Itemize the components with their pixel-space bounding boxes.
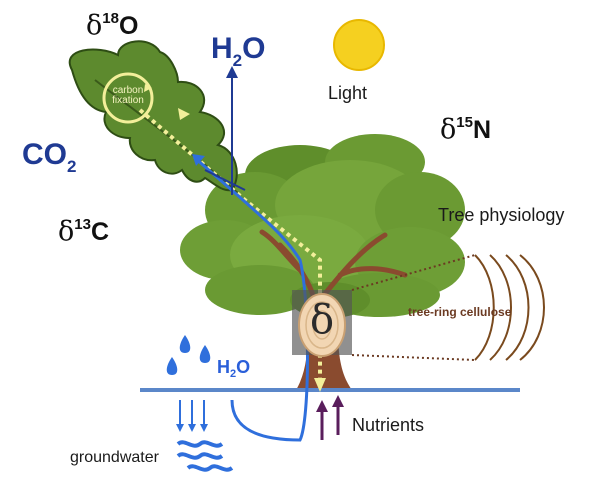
zoom-line-bottom <box>352 355 475 360</box>
delta-13c-label: δ13C <box>58 218 109 245</box>
ring-arc-4 <box>520 255 544 360</box>
delta-15n-label: δ15N <box>440 116 491 143</box>
soil-water-arrowheads <box>176 424 208 432</box>
nutrient-arrowheads <box>316 395 344 412</box>
raindrop-3 <box>200 345 211 363</box>
tree-physiology-label: Tree physiology <box>438 206 564 224</box>
raindrop-2 <box>167 357 178 375</box>
co2-label: CO2 <box>22 140 76 170</box>
groundwater-wave-1 <box>178 442 222 445</box>
light-label: Light <box>328 84 367 102</box>
h2o-ground-label: H2O <box>217 358 250 376</box>
tree-ring-cellulose-label: tree-ring cellulose <box>408 306 511 318</box>
nutrients-label: Nutrients <box>352 416 424 434</box>
groundwater-wave-3 <box>188 466 232 469</box>
delta-18o-label: δ18O <box>86 12 138 39</box>
groundwater-wave-2 <box>178 454 222 457</box>
stem-delta-symbol: δ <box>310 300 334 340</box>
raindrop-1 <box>180 335 191 353</box>
groundwater-label: groundwater <box>70 450 159 466</box>
sun <box>334 20 384 70</box>
h2o-top-label: H2O <box>211 34 265 64</box>
carbon-fixation-label: carbon fixation <box>103 86 153 106</box>
